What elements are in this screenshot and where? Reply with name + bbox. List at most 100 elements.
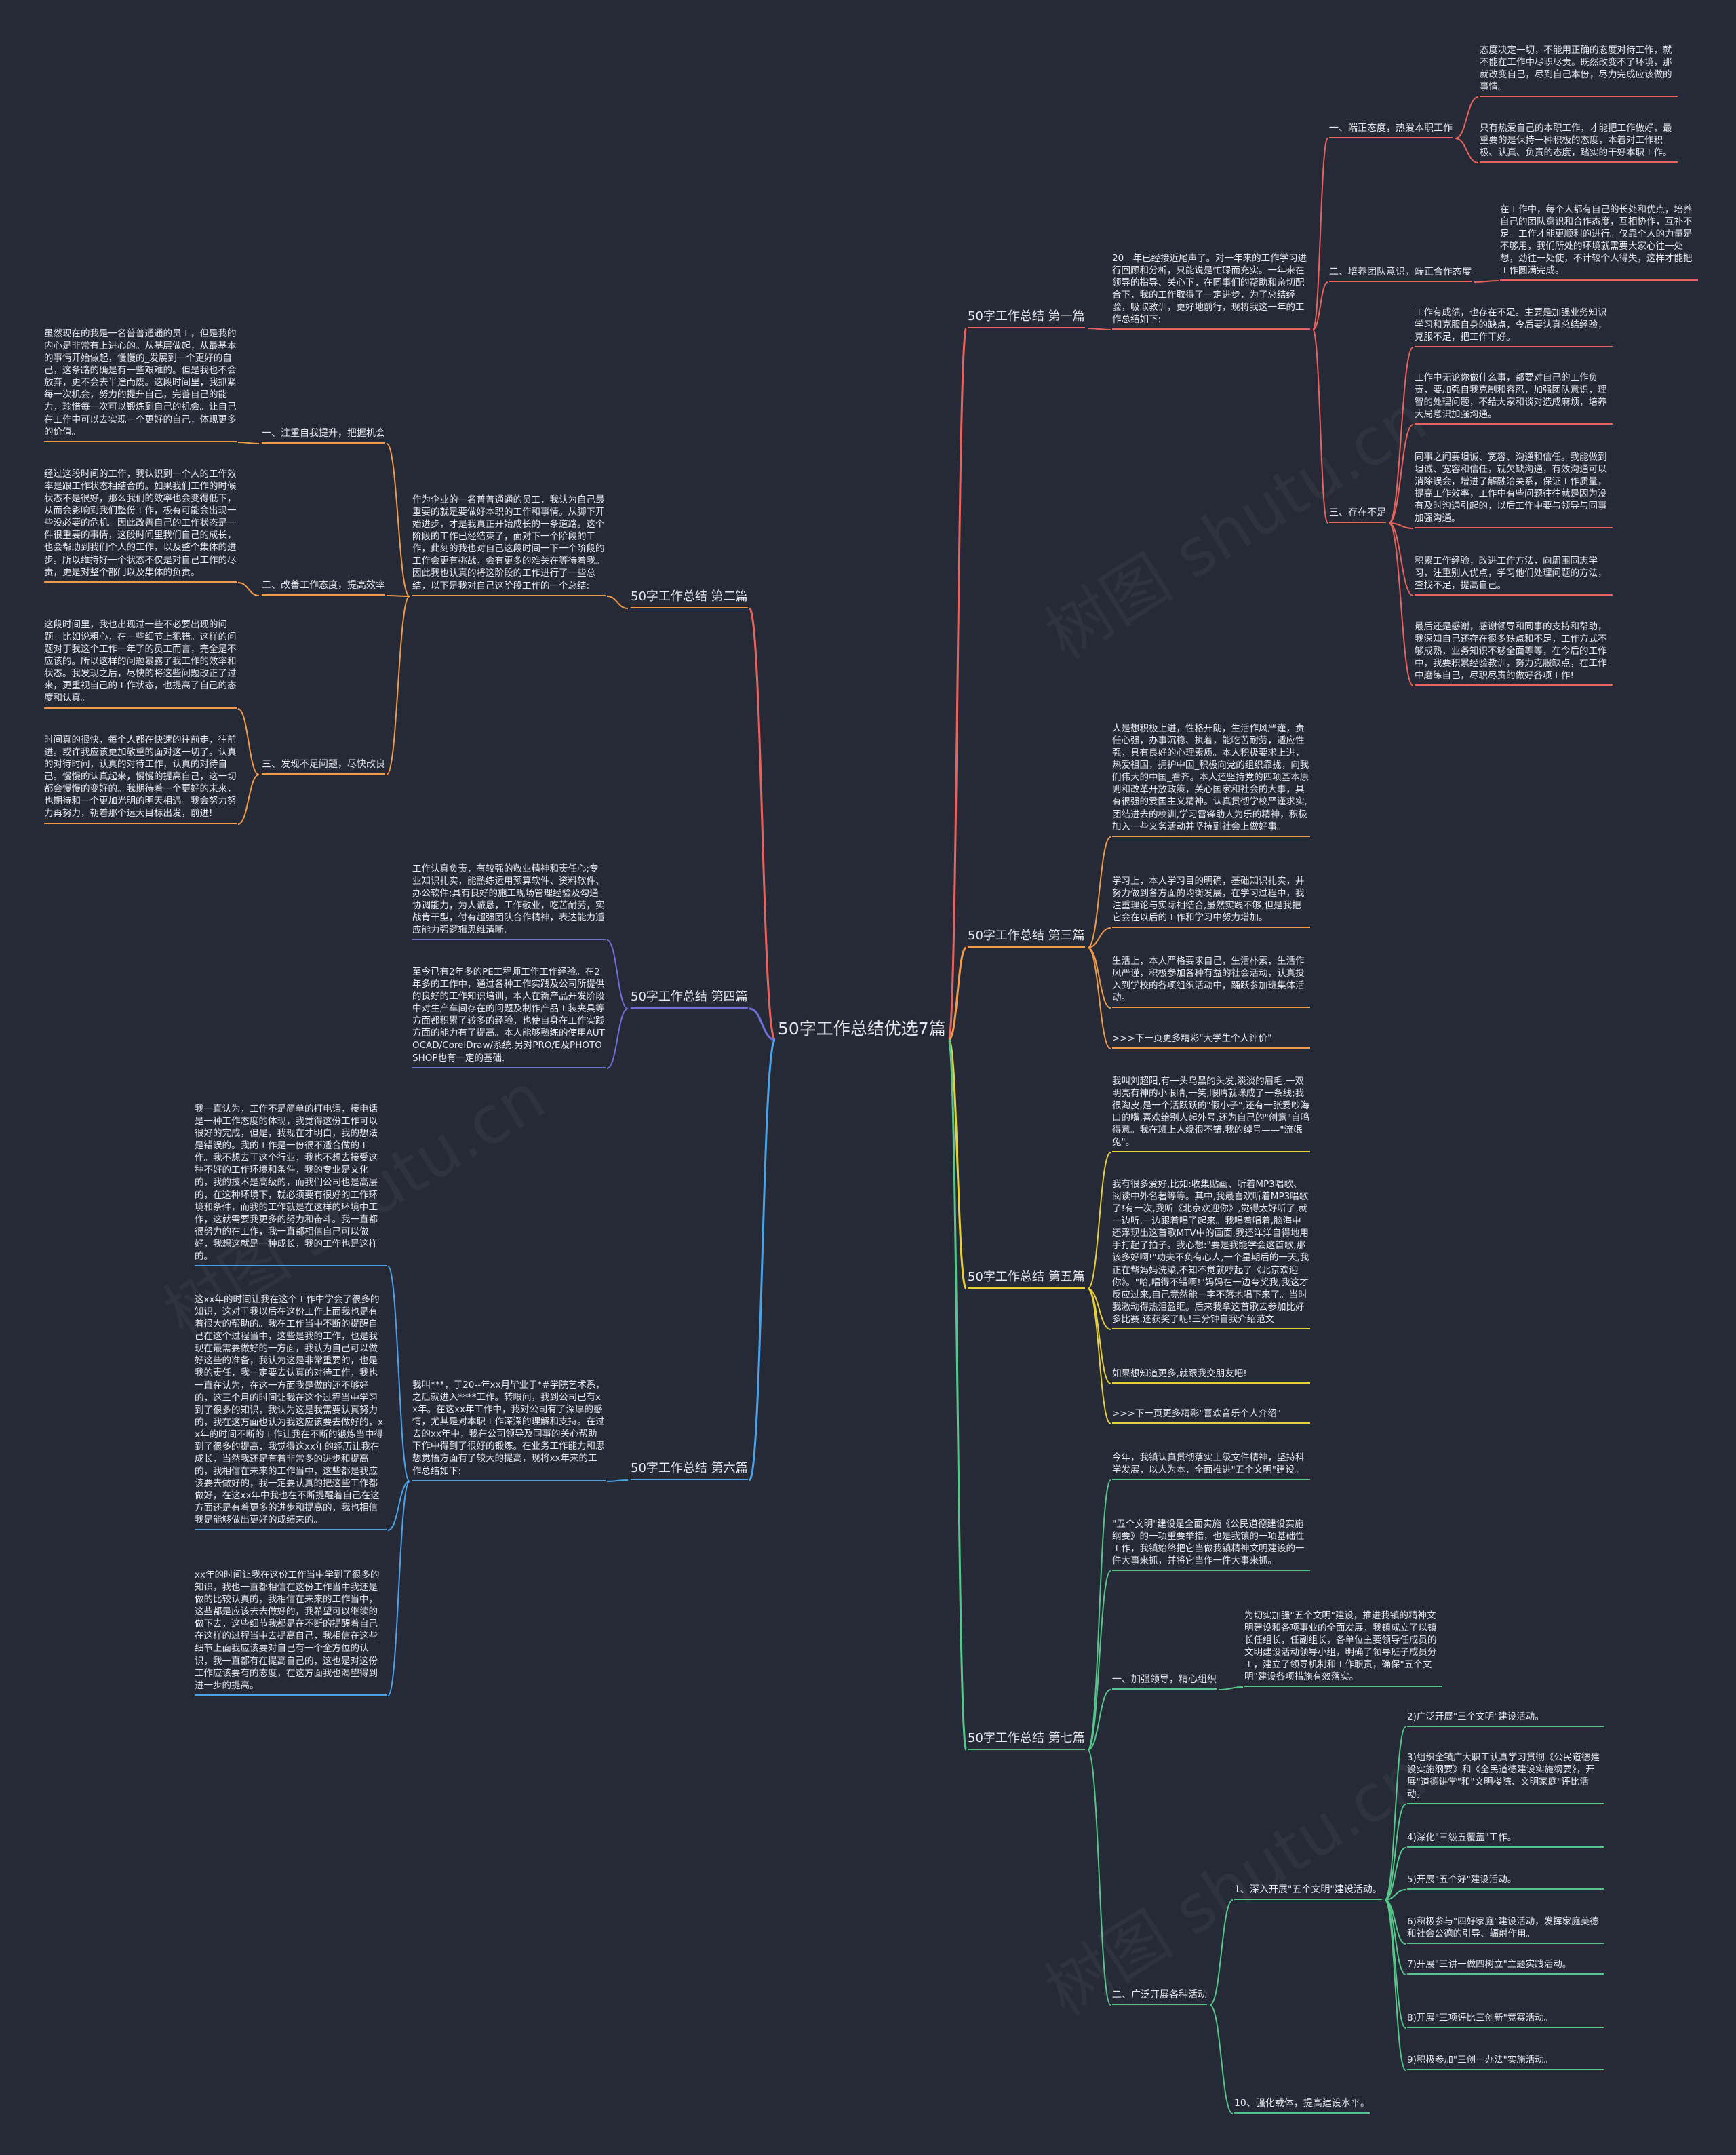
connector-line [387, 1481, 410, 1531]
branch-6[interactable]: 50字工作总结 第六篇 [631, 1458, 748, 1480]
branch-6-leaf-3: xx年的时间让我在这份工作当中学到了很多的知识，我也一直都相信在这份工作当中我还… [195, 1569, 387, 1696]
branch-7-sub-2-item-1[interactable]: 1、深入开展"五个文明"建设活动。 [1234, 1882, 1382, 1900]
branch-6-title: 50字工作总结 第六篇 [631, 1461, 748, 1475]
branch-1-sub-2-title: 二、培养团队意识，端正合作态度 [1329, 267, 1472, 277]
branch-1-sub-2[interactable]: 二、培养团队意识，端正合作态度 [1329, 265, 1472, 282]
branch-2-sub-1[interactable]: 一、注重自我提升，把握机会 [262, 426, 385, 444]
branch-3-title: 50字工作总结 第三篇 [968, 929, 1085, 943]
connector-line [1312, 281, 1328, 330]
connector-line [1087, 1479, 1111, 1751]
connector-line [606, 939, 629, 1009]
connector-line [1087, 1152, 1111, 1289]
connector-line [748, 607, 776, 1041]
connector-line [1087, 328, 1111, 330]
branch-7-leaf-1: 今年，我镇认真贯彻落实上级文件精神，坚持科学发展，以人为本，全面推进"五个文明"… [1112, 1452, 1310, 1481]
branch-1-intro: 20__年已经接近尾声了。对一年来的工作学习进行回顾和分析，只能说是忙碌而充实。… [1112, 252, 1310, 330]
connector-line [386, 596, 410, 775]
branch-7-step-leaf: 2)广泛开展"三个文明"建设活动。 [1407, 1711, 1604, 1728]
connector-line [947, 1038, 968, 1290]
connector-line [749, 1007, 776, 1041]
branch-1-sub-2-leaf-1: 在工作中，每个人都有自己的长处和优点，培养自己的团队意识和合作态度，互相协作，互… [1500, 203, 1698, 281]
connector-line [1384, 1889, 1406, 1901]
connector-line [1388, 424, 1414, 524]
branch-1-sub-1-title: 一、端正态度，热爱本职工作 [1329, 123, 1453, 134]
connector-line [1455, 96, 1479, 139]
connector-line [1087, 1749, 1111, 2006]
branch-7-sub-2-item-2-title: 10、强化载体，提高建设水平。 [1234, 2098, 1370, 2109]
branch-2-title: 50字工作总结 第二篇 [631, 589, 748, 604]
branch-3-leaf-2: 学习上，本人学习目的明确，基础知识扎实，并努力做到各方面的均衡发展，在学习过程中… [1112, 875, 1310, 929]
branch-4[interactable]: 50字工作总结 第四篇 [631, 987, 748, 1009]
root-title: 50字工作总结优选7篇 [778, 1019, 946, 1038]
connector-line [387, 1481, 410, 1696]
branch-2-sub-2[interactable]: 二、改善工作态度，提高效率 [262, 578, 385, 596]
branch-1-sub-3[interactable]: 三、存在不足 [1329, 505, 1386, 523]
connector-line [1087, 947, 1111, 1049]
branch-7-step-leaf: 9)积极参加"三创一办法"实施活动。 [1407, 2054, 1604, 2071]
connector-line [1474, 280, 1499, 283]
connector-line [606, 596, 629, 609]
branch-2[interactable]: 50字工作总结 第二篇 [631, 587, 748, 608]
branch-7-sub-2-item-2[interactable]: 10、强化载体，提高建设水平。 [1234, 2096, 1370, 2114]
branch-4-leaf-1: 工作认真负责，有较强的敬业精神和责任心;专业知识扎实，能熟练运用预算软件、资料软… [412, 863, 606, 941]
branch-5-leaf-3: 如果想知道更多,就跟我交朋友吧! [1112, 1367, 1310, 1384]
branch-2-sub-2-title: 二、改善工作态度，提高效率 [262, 580, 385, 591]
connector-line [237, 774, 260, 825]
branch-1-sub-1[interactable]: 一、端正态度，热爱本职工作 [1329, 121, 1453, 138]
branch-5-leaf-2: 我有很多爱好,比如:收集贴画、听着MP3唱歌、阅读中外名著等等。其中,我最喜欢听… [1112, 1178, 1310, 1329]
connector-line [237, 442, 260, 444]
branch-2-sub-3-leaf-2: 时间真的很快，每个人都在快速的往前走，往前进。或许我应该更加敬重的面对这一切了。… [44, 734, 237, 824]
branch-7-step-leaf: 4)深化"三级五覆盖"工作。 [1407, 1831, 1604, 1848]
connector-line [1087, 1570, 1111, 1751]
branch-2-intro: 作为企业的一名普普通通的员工，我认为自己最重要的就是要做好本职的工作和事情。从脚… [412, 494, 606, 596]
branch-7-sub-1-title: 一、加强领导，精心组织 [1112, 1674, 1217, 1685]
branch-6-leaf-2: 这xx年的时间让我在这个工作中学会了很多的知识，这对于我以后在这份工作上面我也是… [195, 1294, 387, 1531]
branch-7-title: 50字工作总结 第七篇 [968, 1731, 1085, 1745]
branch-7-step-leaf: 8)开展"三项评比三创新"竞赛活动。 [1407, 2012, 1604, 2029]
branch-6-leaf-1: 我一直认为，工作不是简单的打电话，接电话是一种工作态度的体现，我觉得这份工作可以… [195, 1103, 387, 1267]
branch-1-title: 50字工作总结 第一篇 [968, 309, 1085, 324]
connector-line [1209, 2004, 1234, 2114]
connector-line [1312, 138, 1328, 330]
connector-line [1087, 836, 1111, 948]
connector-line [947, 1038, 968, 1751]
branch-1-sub-1-leaf-2: 只有热爱自己的本职工作，才能把工作做好，最重要的是保持一种积极的态度，本着对工作… [1480, 122, 1678, 163]
connector-line [1087, 927, 1111, 948]
branch-2-sub-2-leaf-1: 经过这段时间的工作，我认识到一个人的工作效率是跟工作状态相结合的。如果我们工作的… [44, 468, 237, 583]
branch-7-step-leaf: 6)积极参与"四好家庭"建设活动，发挥家庭美德和社会公德的引导、辐射作用。 [1407, 1916, 1604, 1945]
branch-7-sub-2-item-1-title: 1、深入开展"五个文明"建设活动。 [1234, 1884, 1382, 1895]
branch-5[interactable]: 50字工作总结 第五篇 [968, 1267, 1085, 1289]
branch-3-link[interactable]: >>>下一页更多精彩"大学生个人评价" [1112, 1032, 1310, 1049]
branch-7-step-leaf: 5)开展"五个好"建设活动。 [1407, 1874, 1604, 1890]
connector-line [1384, 1726, 1406, 1901]
connector-line [237, 708, 260, 775]
connector-line [606, 1479, 629, 1482]
connector-line [1388, 522, 1414, 596]
branch-2-sub-1-leaf-1: 虽然现在的我是一名普普通通的员工，但是我的内心是非常有上进心的。从基层做起，从最… [44, 328, 237, 442]
connector-line [947, 327, 968, 1041]
branch-1-sub-3-leaf-1: 工作有成绩，也存在不足。主要是加强业务知识学习和克服自身的缺点，今后要认真总结经… [1415, 307, 1613, 348]
connector-line [1455, 138, 1479, 163]
branch-3[interactable]: 50字工作总结 第三篇 [968, 926, 1085, 948]
branch-7-sub-2[interactable]: 二、广泛开展各种活动 [1112, 1987, 1207, 2005]
branch-3-leaf-1: 人是想积极上进，性格开朗，生活作风严谨，责任心强，办事沉稳、执着，能吃苦耐劳，适… [1112, 722, 1310, 837]
connector-line [387, 1266, 410, 1482]
connector-line [1312, 329, 1328, 524]
root-topic[interactable]: 50字工作总结优选7篇 [778, 1015, 946, 1040]
branch-1[interactable]: 50字工作总结 第一篇 [968, 307, 1085, 328]
branch-2-sub-3[interactable]: 三、发现不足问题，尽快改良 [262, 757, 385, 775]
branch-2-sub-1-title: 一、注重自我提升，把握机会 [262, 428, 385, 439]
branch-1-sub-3-leaf-5: 最后还是感谢，感谢领导和同事的支持和帮助，我深知自己还存在很多缺点和不足，工作方… [1415, 621, 1613, 686]
connector-line [237, 582, 260, 596]
connector-line [1087, 1288, 1111, 1384]
branch-5-title: 50字工作总结 第五篇 [968, 1270, 1085, 1284]
connector-line [1384, 1847, 1406, 1901]
branch-7[interactable]: 50字工作总结 第七篇 [968, 1728, 1085, 1750]
branch-1-sub-3-leaf-2: 工作中无论你做什么事，都要对自己的工作负责，要加强自我克制和容忍，加强团队意识，… [1415, 372, 1613, 425]
branch-5-link[interactable]: >>>下一页更多精彩"喜欢音乐个人介绍" [1112, 1407, 1310, 1424]
connector-line [748, 1038, 776, 1481]
branch-7-sub-1[interactable]: 一、加强领导，精心组织 [1112, 1672, 1217, 1690]
connector-line [1384, 1899, 1406, 2071]
